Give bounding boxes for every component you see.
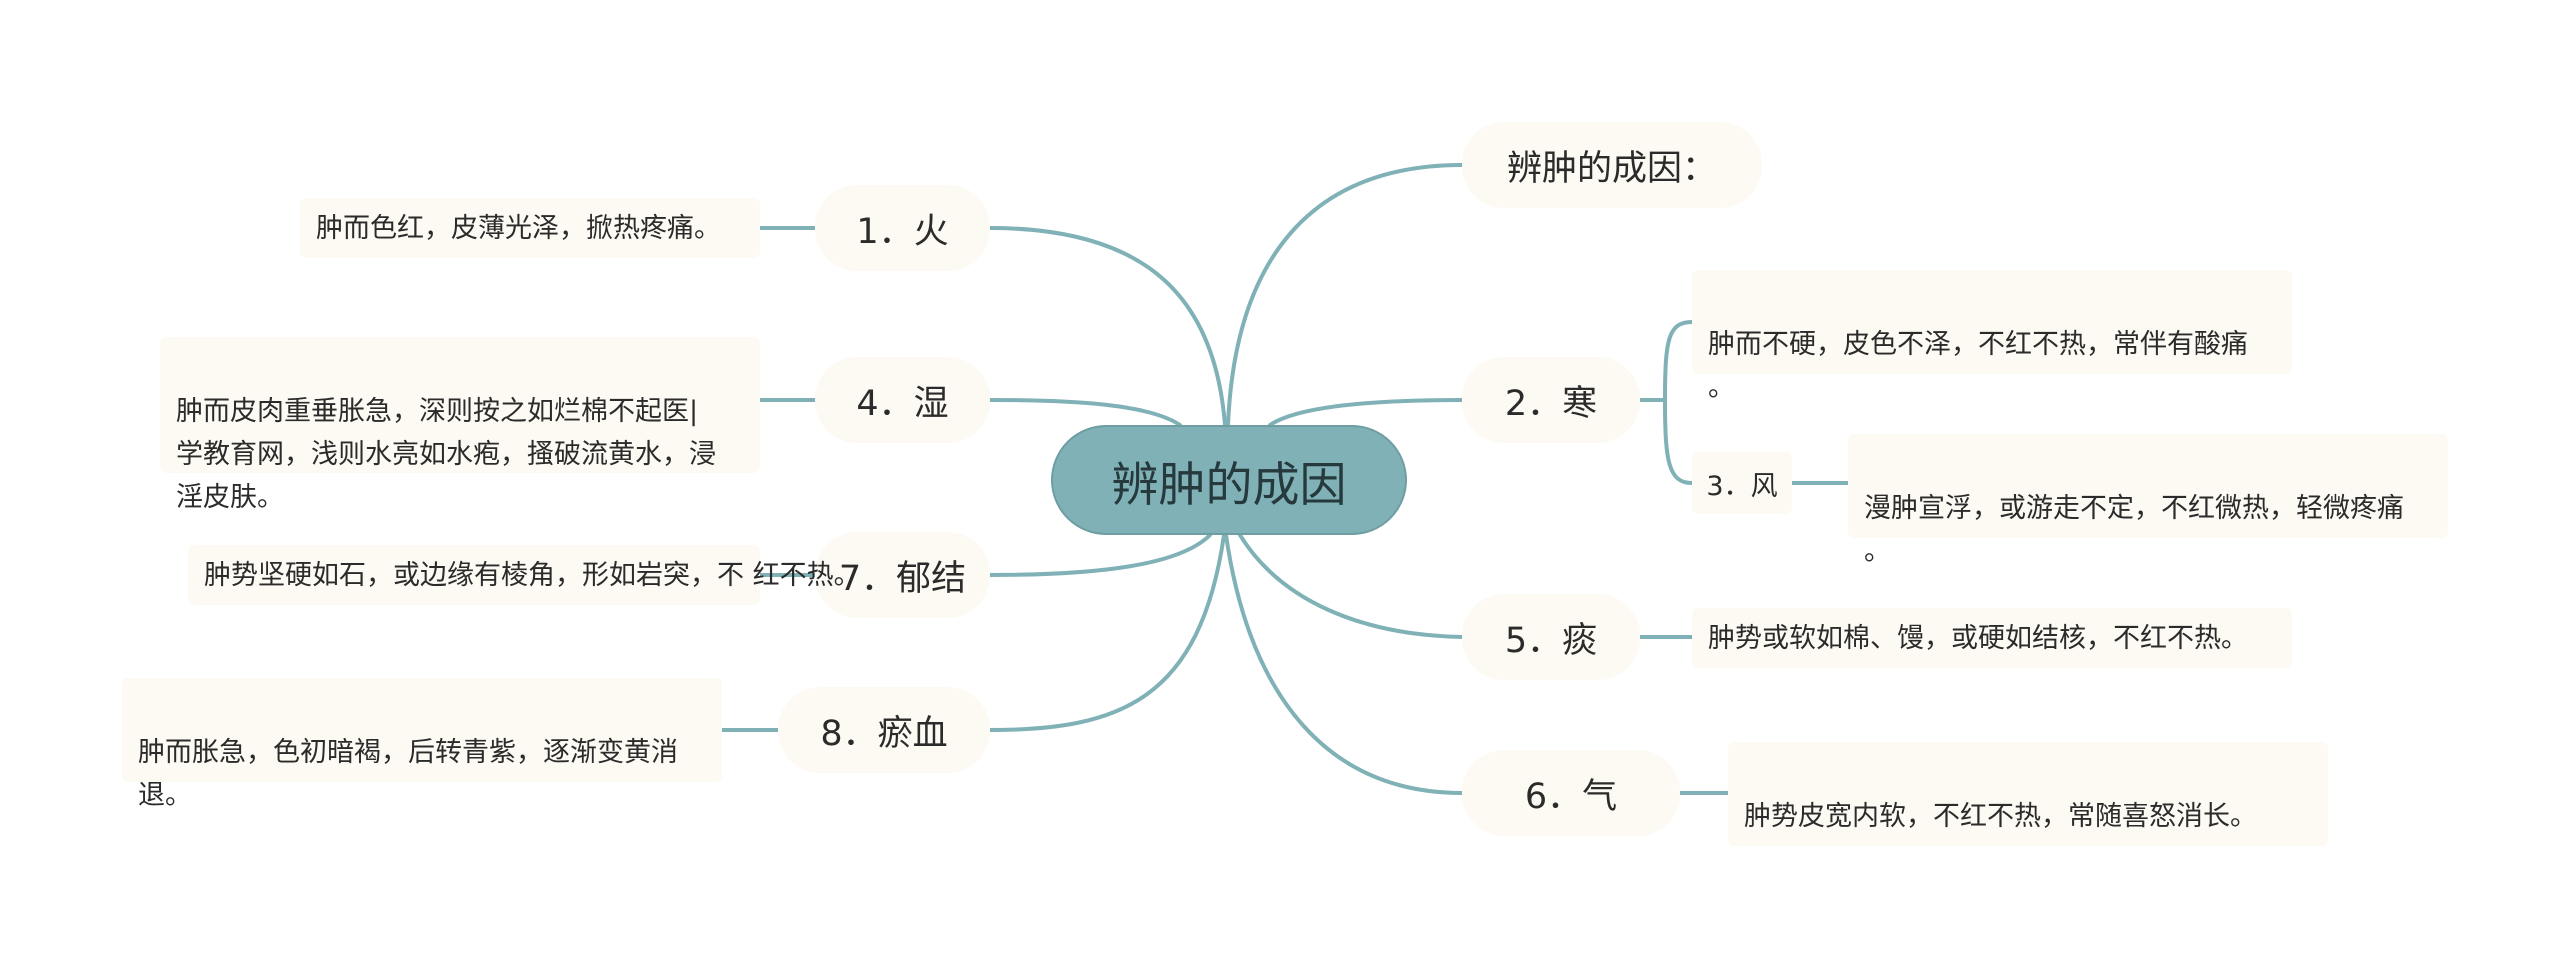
branch-stagnation[interactable]: 6．气 — [1462, 750, 1680, 836]
branch-phlegm-label: 5．痰 — [1504, 620, 1598, 661]
note-blood-text: 肿而胀急，色初暗褐，后转青紫，逐渐变黄消 退。 — [138, 737, 678, 811]
branch-stagnation-label: 6．气 — [1524, 776, 1618, 817]
connector-cold-lower — [1663, 398, 1694, 485]
branch-phlegm[interactable]: 5．痰 — [1462, 594, 1640, 680]
note-cold-text: 肿而不硬，皮色不泽，不红不热，常伴有酸痛 。 — [1708, 329, 2248, 403]
note-fire-text: 肿而色红，皮薄光泽，掀热疼痛。 — [316, 212, 721, 244]
branch-cold[interactable]: 2．寒 — [1462, 357, 1640, 443]
connector-cold-upper — [1663, 320, 1694, 402]
branch-wind-label: 3．风 — [1706, 470, 1778, 502]
branch-blood[interactable]: 8．瘀血 — [778, 687, 990, 773]
connector-fire — [988, 226, 1227, 427]
branch-qi[interactable]: 7．郁结 — [815, 532, 990, 618]
branch-damp[interactable]: 4．湿 — [815, 357, 990, 443]
branch-wind[interactable]: 3．风 — [1692, 452, 1792, 514]
note-damp: 肿而皮肉重垂胀急，深则按之如烂棉不起医| 学教育网，浅则水亮如水疱，搔破流黄水，… — [160, 337, 760, 513]
note-qi: 肿势坚硬如石，或边缘有棱角，形如岩突，不 红不热。 — [188, 545, 861, 605]
note-phlegm-text: 肿势或软如棉、馒，或硬如结核，不红不热。 — [1708, 622, 2248, 654]
branch-cold-label: 2．寒 — [1504, 383, 1598, 424]
note-damp-text: 肿而皮肉重垂胀急，深则按之如烂棉不起医| 学教育网，浅则水亮如水疱，搔破流黄水，… — [176, 396, 716, 513]
note-wind-text: 漫肿宣浮，或游走不定，不红微热，轻微疼痛 。 — [1864, 493, 2404, 567]
connector-stagnation — [1224, 533, 1464, 795]
note-fire: 肿而色红，皮薄光泽，掀热疼痛。 — [300, 198, 760, 258]
note-stagnation-text: 肿势皮宽内软，不红不热，常随喜怒消长。 — [1744, 801, 2257, 832]
note-stagnation: 肿势皮宽内软，不红不热，常随喜怒消长。 — [1728, 742, 2328, 846]
connector-intro — [1226, 163, 1464, 427]
branch-fire[interactable]: 1．火 — [815, 185, 990, 271]
connector-phlegm — [1238, 533, 1464, 639]
connector-damp — [988, 398, 1182, 427]
branch-damp-label: 4．湿 — [856, 383, 949, 424]
note-phlegm: 肿势或软如棉、馒，或硬如结核，不红不热。 — [1692, 608, 2292, 668]
branch-qi-label: 7．郁结 — [838, 558, 967, 599]
central-topic-label: 辨肿的成因 — [1111, 457, 1347, 513]
connector-blood — [988, 533, 1226, 732]
note-blood: 肿而胀急，色初暗褐，后转青紫，逐渐变黄消 退。 — [122, 678, 722, 811]
branch-fire-label: 1．火 — [856, 211, 949, 252]
central-topic[interactable]: 辨肿的成因 — [1051, 425, 1407, 535]
connector-cold — [1268, 398, 1464, 427]
note-cold: 肿而不硬，皮色不泽，不红不热，常伴有酸痛 。 — [1692, 270, 2292, 403]
connector-qi — [988, 533, 1212, 577]
branch-blood-label: 8．瘀血 — [820, 713, 948, 754]
note-wind: 漫肿宣浮，或游走不定，不红微热，轻微疼痛 。 — [1848, 434, 2448, 567]
branch-intro-label: 辨肿的成因： — [1506, 148, 1717, 189]
note-qi-text: 肿势坚硬如石，或边缘有棱角，形如岩突，不 红不热。 — [204, 559, 861, 591]
branch-intro[interactable]: 辨肿的成因： — [1462, 122, 1762, 208]
